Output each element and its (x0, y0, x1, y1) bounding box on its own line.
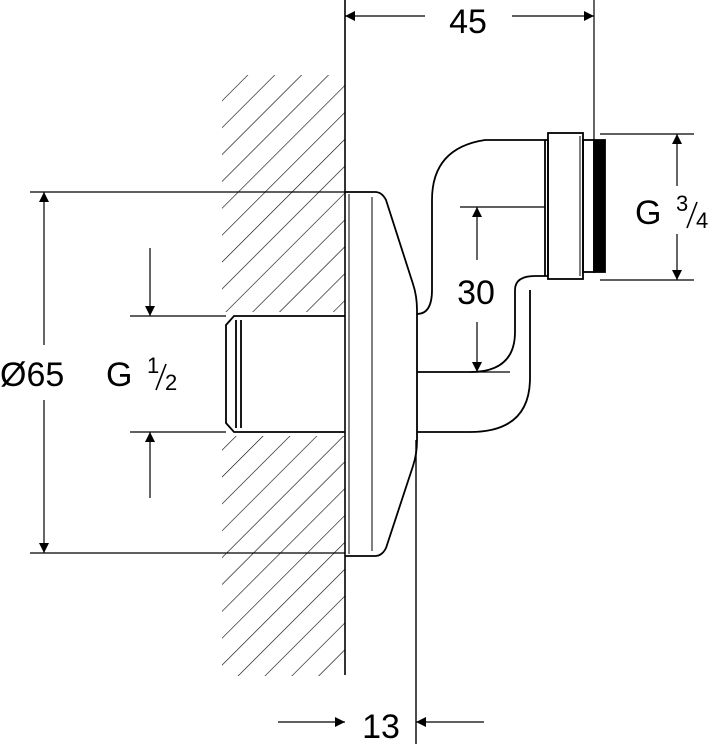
svg-text:G: G (635, 194, 661, 232)
svg-text:2: 2 (165, 370, 177, 395)
svg-text:4: 4 (696, 208, 708, 233)
dimension-45-label: 45 (449, 3, 487, 41)
offset-pipe (416, 139, 548, 433)
inlet-thread-nipple (225, 315, 345, 433)
svg-text:Ø65: Ø65 (0, 356, 64, 394)
dimension-13-label: 13 (362, 708, 400, 744)
wall-flange (345, 191, 418, 557)
inlet-label: Ø65 G 1 2 (0, 353, 177, 395)
svg-text:3: 3 (676, 191, 688, 216)
svg-text:1: 1 (147, 353, 159, 378)
dimension-30 (460, 206, 545, 373)
dimension-inlet-thread (130, 248, 226, 498)
dimension-outlet-thread (600, 133, 694, 281)
outlet-union-nut (544, 132, 606, 280)
outlet-label: G 3 4 (635, 191, 708, 233)
svg-text:G: G (106, 356, 132, 394)
outlet-seal (593, 139, 606, 273)
dimension-30-label: 30 (457, 274, 495, 312)
wall-hatching (222, 75, 345, 676)
dimension-diameter (30, 191, 345, 554)
